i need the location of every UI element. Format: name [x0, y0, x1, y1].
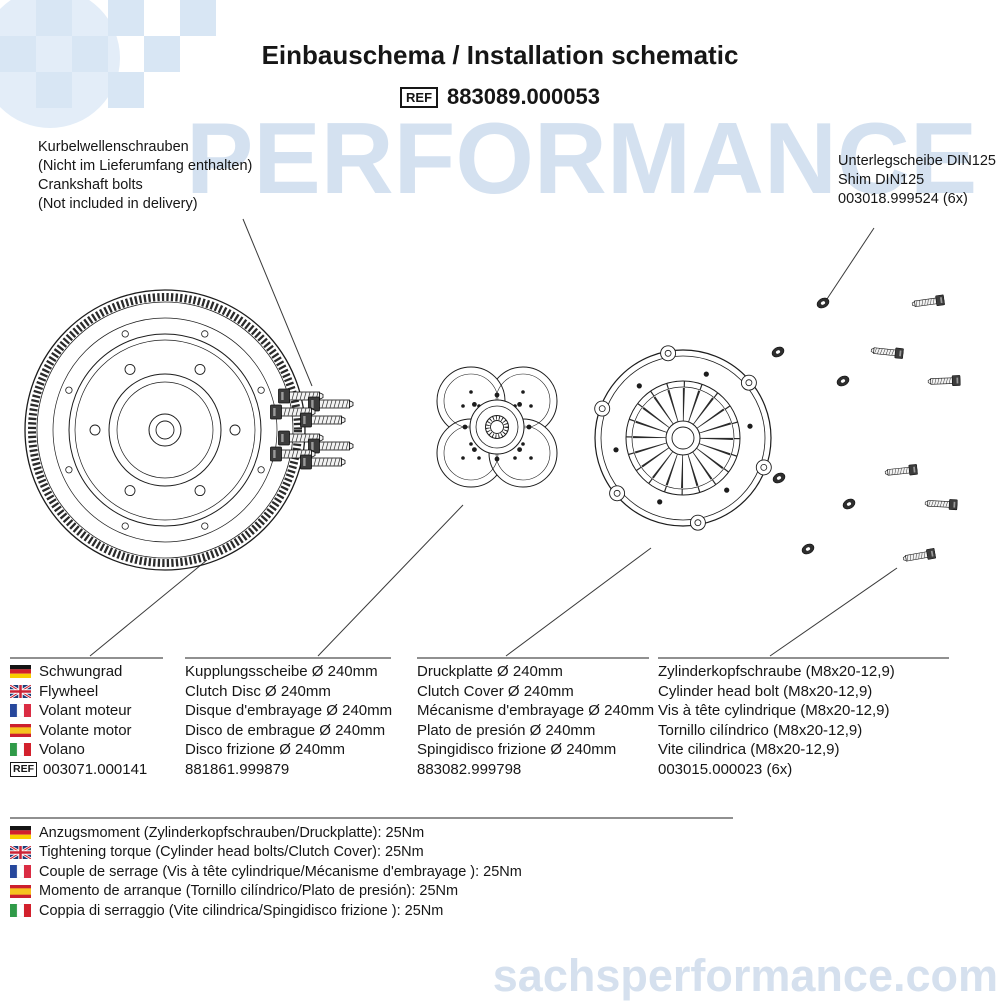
part-name-row: Flywheel	[10, 682, 147, 702]
part-name-row: Schwungrad	[10, 662, 147, 682]
part-name-es: Volante motor	[39, 721, 132, 739]
part-name-row: Clutch Cover Ø 240mm	[417, 682, 654, 702]
site-watermark: sachsperformance.com	[492, 950, 998, 1001]
part-name-es: Tornillo cilíndrico (M8x20-12,9)	[658, 721, 863, 739]
part-name-fr: Volant moteur	[39, 702, 132, 720]
flag-spain-icon	[10, 724, 31, 737]
part-name-row: Vite cilindrica (M8x20-12,9)	[658, 740, 895, 760]
annotation-line: Shim DIN125	[838, 172, 925, 188]
part-number: 003015.000023 (6x)	[658, 760, 793, 778]
part-name-row: Cylinder head bolt (M8x20-12,9)	[658, 682, 895, 702]
annotation-crankshaft-bolts: Kurbelwellenschrauben (Nicht im Lieferum…	[38, 138, 252, 214]
separator-lines	[10, 657, 949, 819]
torque-row: Coppia di serraggio (Vite cilindrica/Spi…	[10, 901, 522, 921]
part-name-es: Plato de presión Ø 240mm	[417, 721, 596, 739]
flag-italy-icon	[10, 743, 31, 756]
part-name-row: Tornillo cilíndrico (M8x20-12,9)	[658, 721, 895, 741]
part-name-de: Kupplungsscheibe Ø 240mm	[185, 663, 378, 681]
torque-row: Couple de serrage (Vis à tête cylindriqu…	[10, 862, 522, 882]
annotation-line: Kurbelwellenschrauben	[38, 139, 189, 155]
part-name-row: Druckplatte Ø 240mm	[417, 662, 654, 682]
part-name-row: Clutch Disc Ø 240mm	[185, 682, 392, 702]
flag-uk-icon	[10, 685, 31, 698]
flag-france-icon	[10, 704, 31, 717]
torque-text-fr: Couple de serrage (Vis à tête cylindriqu…	[39, 863, 522, 880]
torque-text-it: Coppia di serraggio (Vite cilindrica/Spi…	[39, 902, 444, 919]
part-name-it: Disco frizione Ø 240mm	[185, 741, 346, 759]
part-name-fr: Mécanisme d'embrayage Ø 240mm	[417, 702, 655, 720]
part-name-it: Volano	[39, 741, 85, 759]
part-name-row: Spingidisco frizione Ø 240mm	[417, 740, 654, 760]
part-name-fr: Disque d'embrayage Ø 240mm	[185, 702, 393, 720]
annotation-shim: Unterlegscheibe DIN125 Shim DIN125 00301…	[838, 152, 996, 209]
torque-text-en: Tightening torque (Cylinder head bolts/C…	[39, 844, 424, 861]
annotation-line: Crankshaft bolts	[38, 177, 143, 193]
clutch-disc-drawing	[436, 366, 558, 488]
part-number: 881861.999879	[185, 760, 290, 778]
flag-italy-icon	[10, 904, 31, 917]
part-number: 883082.999798	[417, 760, 522, 778]
part-name-fr: Vis à tête cylindrique (M8x20-12,9)	[658, 702, 890, 720]
washers-drawing	[770, 295, 857, 557]
part-name-row: Vis à tête cylindrique (M8x20-12,9)	[658, 701, 895, 721]
torque-spec-block: Anzugsmoment (Zylinderkopfschrauben/Druc…	[10, 823, 522, 921]
part-name-de: Schwungrad	[39, 663, 123, 681]
part-number-row: REF 003071.000141	[10, 760, 147, 780]
part-name-row: Volant moteur	[10, 701, 147, 721]
flag-uk-icon	[10, 846, 31, 859]
part-name-de: Zylinderkopfschraube (M8x20-12,9)	[658, 663, 895, 681]
ref-line: REF 883089.000053	[0, 84, 1000, 110]
part-column-flywheel: Schwungrad Flywheel Volant moteur Volant…	[10, 662, 147, 779]
part-name-it: Vite cilindrica (M8x20-12,9)	[658, 741, 840, 759]
part-number-row: 881861.999879	[185, 760, 392, 780]
torque-row: Momento de arranque (Tornillo cilíndrico…	[10, 882, 522, 902]
part-name-row: Kupplungsscheibe Ø 240mm	[185, 662, 392, 682]
part-column-clutch-disc: Kupplungsscheibe Ø 240mm Clutch Disc Ø 2…	[185, 662, 392, 779]
performance-watermark: PERFORMANCE	[186, 103, 978, 215]
annotation-line: (Not included in delivery)	[38, 196, 198, 212]
part-name-row: Disque d'embrayage Ø 240mm	[185, 701, 392, 721]
part-name-it: Spingidisco frizione Ø 240mm	[417, 741, 617, 759]
part-number: 003071.000141	[43, 760, 148, 778]
annotation-line: 003018.999524 (6x)	[838, 191, 968, 207]
part-name-row: Volano	[10, 740, 147, 760]
leader-lines	[89, 218, 898, 657]
ref-badge-icon: REF	[400, 86, 439, 108]
part-name-row: Disco de embrague Ø 240mm	[185, 721, 392, 741]
part-number-row: 883082.999798	[417, 760, 654, 780]
flag-spain-icon	[10, 885, 31, 898]
part-name-de: Druckplatte Ø 240mm	[417, 663, 563, 681]
cylinder-bolts-drawing	[870, 294, 961, 565]
torque-text-de: Anzugsmoment (Zylinderkopfschrauben/Druc…	[39, 824, 425, 841]
part-name-en: Clutch Disc Ø 240mm	[185, 682, 331, 700]
clutch-cover-drawing	[594, 345, 772, 531]
annotation-line: Unterlegscheibe DIN125	[838, 153, 996, 169]
part-name-row: Zylinderkopfschraube (M8x20-12,9)	[658, 662, 895, 682]
part-name-row: Disco frizione Ø 240mm	[185, 740, 392, 760]
part-name-en: Flywheel	[39, 682, 99, 700]
torque-text-es: Momento de arranque (Tornillo cilíndrico…	[39, 883, 459, 900]
part-column-clutch-cover: Druckplatte Ø 240mm Clutch Cover Ø 240mm…	[417, 662, 654, 779]
annotation-line: (Nicht im Lieferumfang enthalten)	[38, 158, 253, 174]
part-name-row: Mécanisme d'embrayage Ø 240mm	[417, 701, 654, 721]
flag-germany-icon	[10, 665, 31, 678]
part-name-en: Cylinder head bolt (M8x20-12,9)	[658, 682, 873, 700]
part-column-cylinder-bolt: Zylinderkopfschraube (M8x20-12,9) Cylind…	[658, 662, 895, 779]
flywheel-drawing	[24, 289, 306, 571]
flag-germany-icon	[10, 826, 31, 839]
torque-row: Tightening torque (Cylinder head bolts/C…	[10, 843, 522, 863]
ref-badge-icon: REF	[10, 761, 37, 777]
torque-row: Anzugsmoment (Zylinderkopfschrauben/Druc…	[10, 823, 522, 843]
part-name-row: Volante motor	[10, 721, 147, 741]
part-name-row: Plato de presión Ø 240mm	[417, 721, 654, 741]
ref-number: 883089.000053	[447, 84, 600, 109]
crankshaft-bolts-drawing	[270, 388, 354, 470]
page-title: Einbauschema / Installation schematic	[261, 40, 739, 70]
checkered-logo-watermark	[0, 0, 216, 128]
part-name-en: Clutch Cover Ø 240mm	[417, 682, 574, 700]
flag-france-icon	[10, 865, 31, 878]
part-name-es: Disco de embrague Ø 240mm	[185, 721, 386, 739]
part-number-row: 003015.000023 (6x)	[658, 760, 895, 780]
